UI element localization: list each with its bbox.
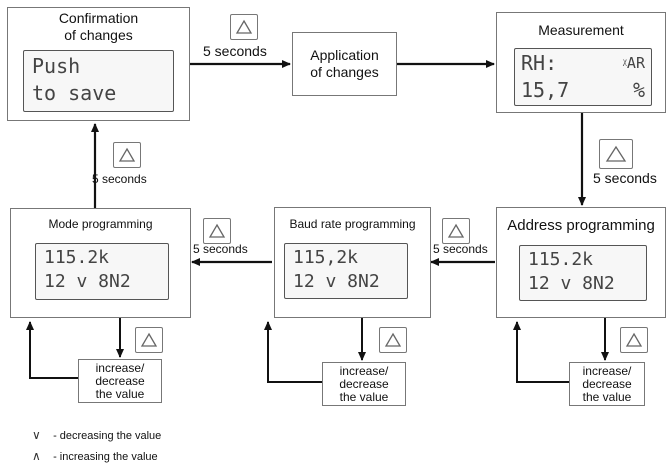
confirmation-lcd: Push to save [23, 50, 174, 112]
up-triangle-icon [447, 223, 465, 238]
address-lcd: 115.2k 12 v 8N2 [519, 245, 647, 301]
label-meas-address: 5 seconds [593, 170, 657, 186]
label-confirm-apply: 5 seconds [203, 43, 267, 59]
up-triangle-icon [118, 147, 136, 162]
up-button-measurement[interactable] [599, 139, 633, 169]
address-lcd-line1: 115.2k [528, 249, 594, 270]
loop-address [513, 321, 569, 383]
up-button-confirm[interactable] [230, 14, 258, 40]
baud-lcd-line2: 12 v 8N2 [293, 271, 380, 292]
legend-increase: ∧ - increasing the value [32, 449, 158, 463]
baud-box: Baud rate programming 115,2k 12 v 8N2 [274, 207, 431, 318]
mode-lcd-line2: 12 v 8N2 [44, 271, 131, 292]
up-button-address[interactable] [442, 218, 470, 244]
application-line2: of changes [310, 64, 379, 80]
down-chevron-icon: ∨ [32, 428, 41, 442]
mode-box: Mode programming 115.2k 12 v 8N2 [10, 208, 191, 318]
measurement-unit-top: ᵡAR [622, 54, 645, 72]
up-triangle-icon [140, 332, 158, 347]
mode-lcd: 115.2k 12 v 8N2 [35, 243, 169, 300]
baud-title: Baud rate programming [289, 217, 416, 231]
measurement-value: 15,7 [521, 78, 570, 102]
up-button-address-value[interactable] [620, 327, 648, 353]
measurement-lcd-line2: 15,7 % [521, 77, 645, 104]
confirmation-lcd-line2: to save [32, 81, 117, 105]
baud-lcd: 115,2k 12 v 8N2 [284, 243, 408, 299]
baud-lcd-line1: 115,2k [293, 247, 359, 268]
confirmation-title: Confirmation of changes [58, 10, 139, 43]
measurement-rh-label: RH: [521, 51, 558, 75]
address-lcd-line2: 12 v 8N2 [528, 273, 615, 294]
legend-decrease: ∨ - decreasing the value [32, 428, 161, 442]
label-baud-mode: 5 seconds [193, 242, 248, 256]
application-line1: Application [310, 47, 379, 63]
address-box: Address programming 115.2k 12 v 8N2 [496, 207, 666, 318]
increase-decrease-mode: increase/ decrease the value [78, 359, 162, 403]
increase-decrease-address: increase/ decrease the value [569, 362, 645, 406]
application-box: Application of changes [292, 32, 397, 96]
mode-lcd-line1: 115.2k [44, 247, 110, 268]
up-button-baud[interactable] [203, 218, 231, 244]
up-chevron-icon: ∧ [32, 449, 41, 463]
up-triangle-icon [384, 332, 402, 347]
up-button-mode-value[interactable] [135, 327, 163, 353]
measurement-percent: % [632, 78, 645, 102]
measurement-lcd: RH: ᵡAR 15,7 % [514, 48, 652, 106]
label-address-baud: 5 seconds [433, 242, 488, 256]
up-triangle-icon [605, 145, 627, 162]
confirmation-lcd-line1: Push [32, 54, 81, 78]
up-button-mode[interactable] [113, 142, 141, 168]
loop-mode [26, 321, 78, 379]
legend-increase-text: - increasing the value [53, 451, 158, 463]
measurement-lcd-line1: RH: ᵡAR [521, 50, 645, 77]
loop-baud [264, 321, 322, 383]
up-triangle-icon [235, 19, 253, 34]
legend-decrease-text: - decreasing the value [53, 430, 162, 442]
up-button-baud-value[interactable] [379, 327, 407, 353]
address-title: Address programming [507, 217, 655, 234]
up-triangle-icon [208, 223, 226, 238]
measurement-box: Measurement RH: ᵡAR 15,7 % [496, 12, 666, 113]
up-triangle-icon [625, 332, 643, 347]
confirmation-box: Confirmation of changes Push to save [7, 7, 190, 121]
mode-title: Mode programming [48, 217, 153, 231]
label-mode-confirm: 5 seconds [92, 172, 147, 186]
increase-decrease-baud: increase/ decrease the value [322, 362, 406, 406]
measurement-title: Measurement [538, 22, 624, 38]
